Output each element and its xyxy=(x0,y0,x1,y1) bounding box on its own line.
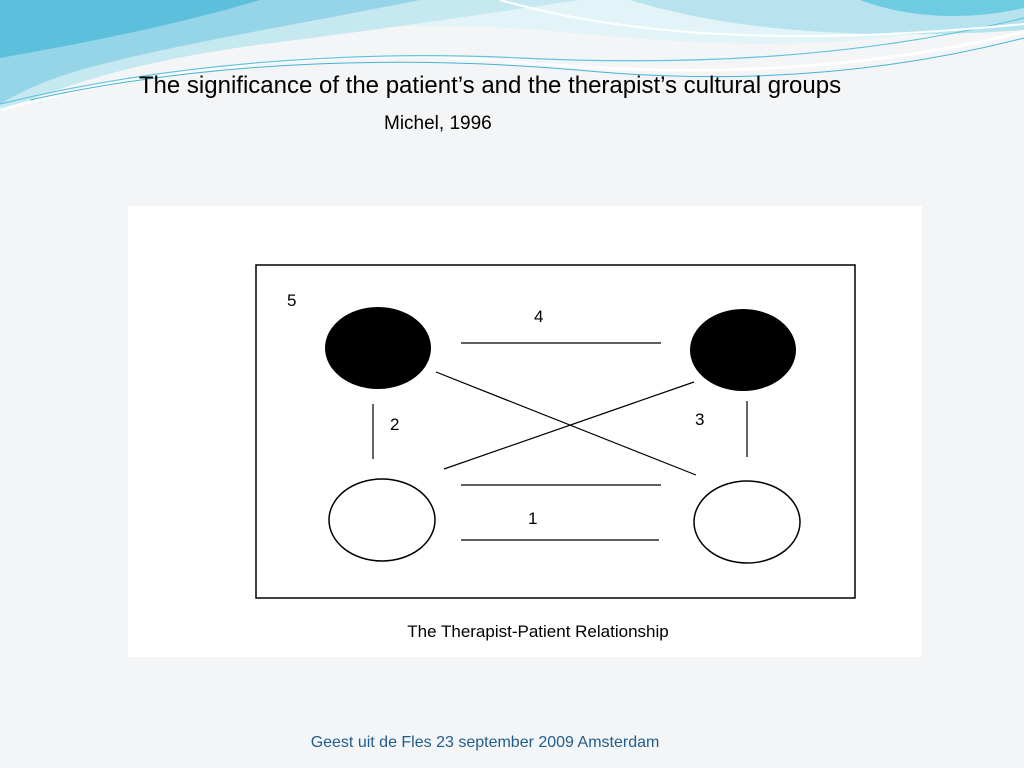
slide-subtitle: Michel, 1996 xyxy=(384,113,492,134)
diagonal-top-right-to-bottom-left xyxy=(443,381,695,470)
open-circle-bottom-right xyxy=(693,480,801,564)
therapist-patient-diagram: 5 4 2 3 1 xyxy=(255,264,856,599)
frame-label: 5 xyxy=(287,291,296,310)
filled-circle-top-right xyxy=(690,309,796,391)
bottom-link-label: 1 xyxy=(528,509,537,528)
diagram-panel: 5 4 2 3 1 The Therapist-Patient Relation… xyxy=(128,206,922,657)
right-link-label: 3 xyxy=(695,410,704,429)
top-link-label: 4 xyxy=(534,307,543,326)
decorative-wave-banner xyxy=(0,0,1024,112)
diagram-caption: The Therapist-Patient Relationship xyxy=(407,622,669,641)
slide-footer: Geest uit de Fles 23 september 2009 Amst… xyxy=(310,734,660,751)
open-circle-bottom-left xyxy=(328,478,436,562)
diagonal-top-left-to-bottom-right xyxy=(435,371,697,476)
slide-title: The significance of the patient’s and th… xyxy=(138,72,842,99)
left-link-label: 2 xyxy=(390,415,399,434)
filled-circle-top-left xyxy=(325,307,431,389)
